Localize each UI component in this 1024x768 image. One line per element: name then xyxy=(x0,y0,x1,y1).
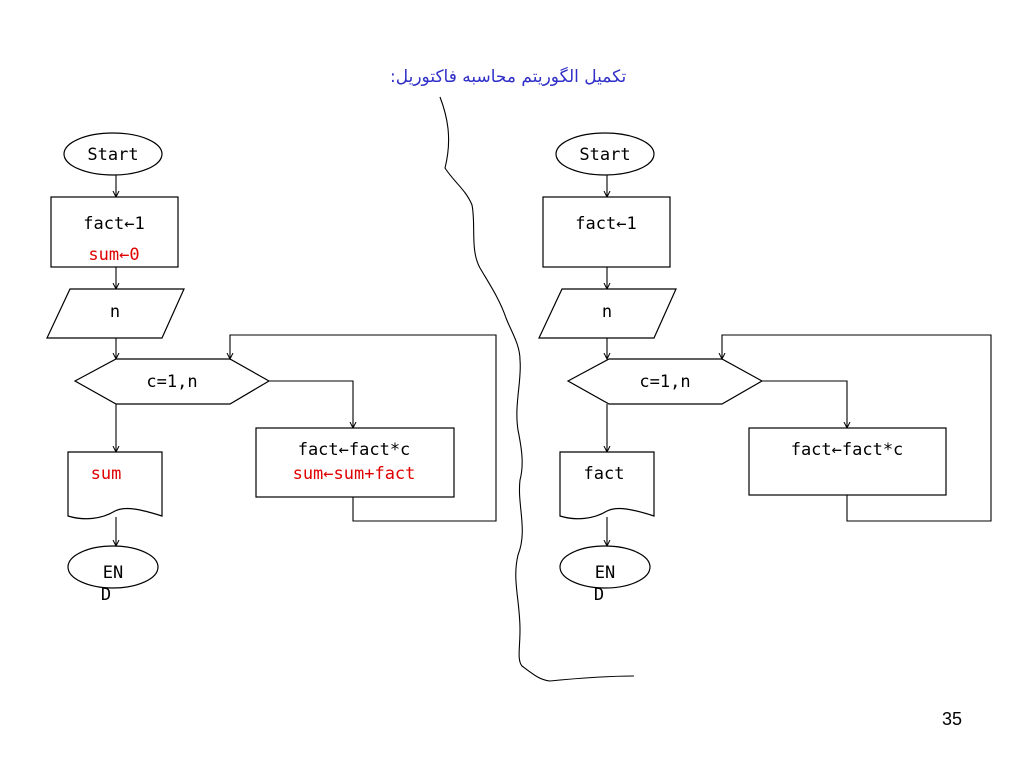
left-init-process xyxy=(50,196,179,268)
right-end-line2: D xyxy=(594,585,604,605)
left-input-parallelogram xyxy=(46,288,185,339)
right-input-parallelogram xyxy=(538,288,677,339)
page-number: 35 xyxy=(942,709,962,729)
left-body-line2: sum←sum+fact xyxy=(293,464,416,484)
left-flowchart: Start fact←1 sum←0 n c=1,n sum EN D fact… xyxy=(46,132,497,605)
left-input-label: n xyxy=(110,302,120,322)
right-end-line1: EN xyxy=(595,563,615,583)
left-loop-back xyxy=(230,334,497,522)
left-body-process xyxy=(255,427,455,498)
right-loop-back xyxy=(722,334,992,522)
right-output-document xyxy=(559,451,655,520)
torn-divider xyxy=(439,96,635,682)
left-body-line1: fact←fact*c xyxy=(298,440,411,460)
left-end-terminal xyxy=(67,545,159,589)
left-init-line1: fact←1 xyxy=(83,214,144,234)
right-loop-label: c=1,n xyxy=(639,372,690,392)
right-arrow-loop-body xyxy=(762,380,847,428)
right-flowchart: Start fact←1 n c=1,n fact EN D fact←fact… xyxy=(538,132,992,605)
left-init-line2: sum←0 xyxy=(88,245,139,265)
right-body-line1: fact←fact*c xyxy=(791,440,904,460)
right-start-label: Start xyxy=(579,145,630,165)
right-init-line1: fact←1 xyxy=(575,214,636,234)
left-start-terminal xyxy=(63,132,163,176)
left-end-line2: D xyxy=(101,585,111,605)
right-output-label: fact xyxy=(584,464,625,484)
right-init-process xyxy=(542,196,671,268)
left-output-document xyxy=(67,451,163,520)
left-loop-label: c=1,n xyxy=(146,372,197,392)
left-output-label: sum xyxy=(91,464,122,484)
right-end-terminal xyxy=(559,545,651,589)
right-body-process xyxy=(748,427,947,496)
left-start-label: Start xyxy=(87,145,138,165)
right-input-label: n xyxy=(602,302,612,322)
right-start-terminal xyxy=(555,132,655,176)
left-end-line1: EN xyxy=(103,563,123,583)
left-arrow-loop-body xyxy=(269,380,353,428)
slide-title: تکمیل الگوریتم محاسبه فاکتوریل: xyxy=(390,66,626,87)
